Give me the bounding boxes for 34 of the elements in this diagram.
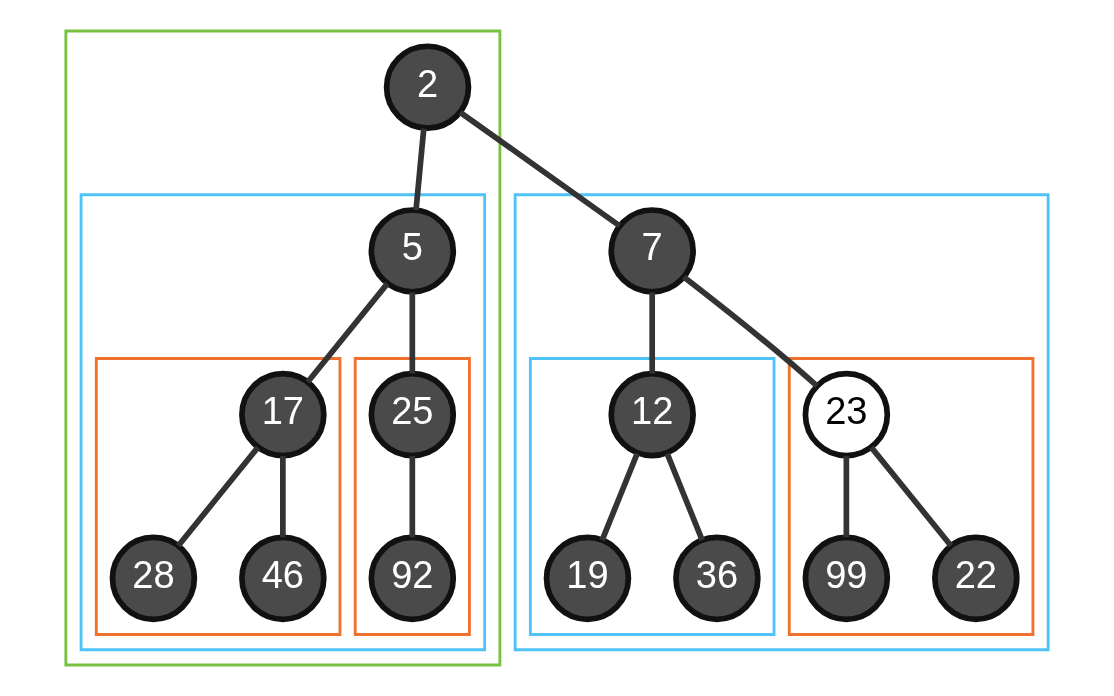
connector: [664, 452, 705, 542]
node-circle: 7: [608, 207, 696, 295]
connector: [305, 281, 390, 384]
node-circle: 5: [368, 207, 457, 295]
connector: [458, 110, 622, 229]
connector: [409, 456, 416, 538]
node-circle: 46: [239, 534, 327, 623]
node-circle: 25: [368, 370, 457, 459]
connector: [176, 445, 261, 548]
cluster: [787, 357, 1035, 636]
cluster: [79, 193, 487, 652]
connector: [649, 292, 656, 374]
node-circle: 19: [543, 534, 632, 623]
connector: [682, 274, 819, 388]
cluster: [353, 357, 471, 636]
connector: [413, 128, 427, 211]
connector: [599, 452, 640, 542]
node-circle: 23: [802, 370, 891, 459]
cluster: [528, 357, 776, 636]
connector: [280, 456, 286, 538]
cluster: [64, 29, 502, 667]
node-circle: 17: [239, 370, 327, 459]
connector: [843, 456, 850, 538]
node-circle: 36: [673, 534, 761, 623]
connector: [409, 292, 416, 374]
node-circle: 92: [368, 534, 457, 623]
cluster: [94, 357, 342, 636]
connector: [869, 445, 954, 548]
node-circle: 12: [608, 370, 696, 459]
node-circle: 2: [383, 43, 472, 131]
node-circle: 99: [802, 534, 891, 623]
node-circle: 28: [109, 534, 198, 623]
node-circle: 22: [932, 534, 1020, 623]
cluster: [513, 193, 1050, 652]
